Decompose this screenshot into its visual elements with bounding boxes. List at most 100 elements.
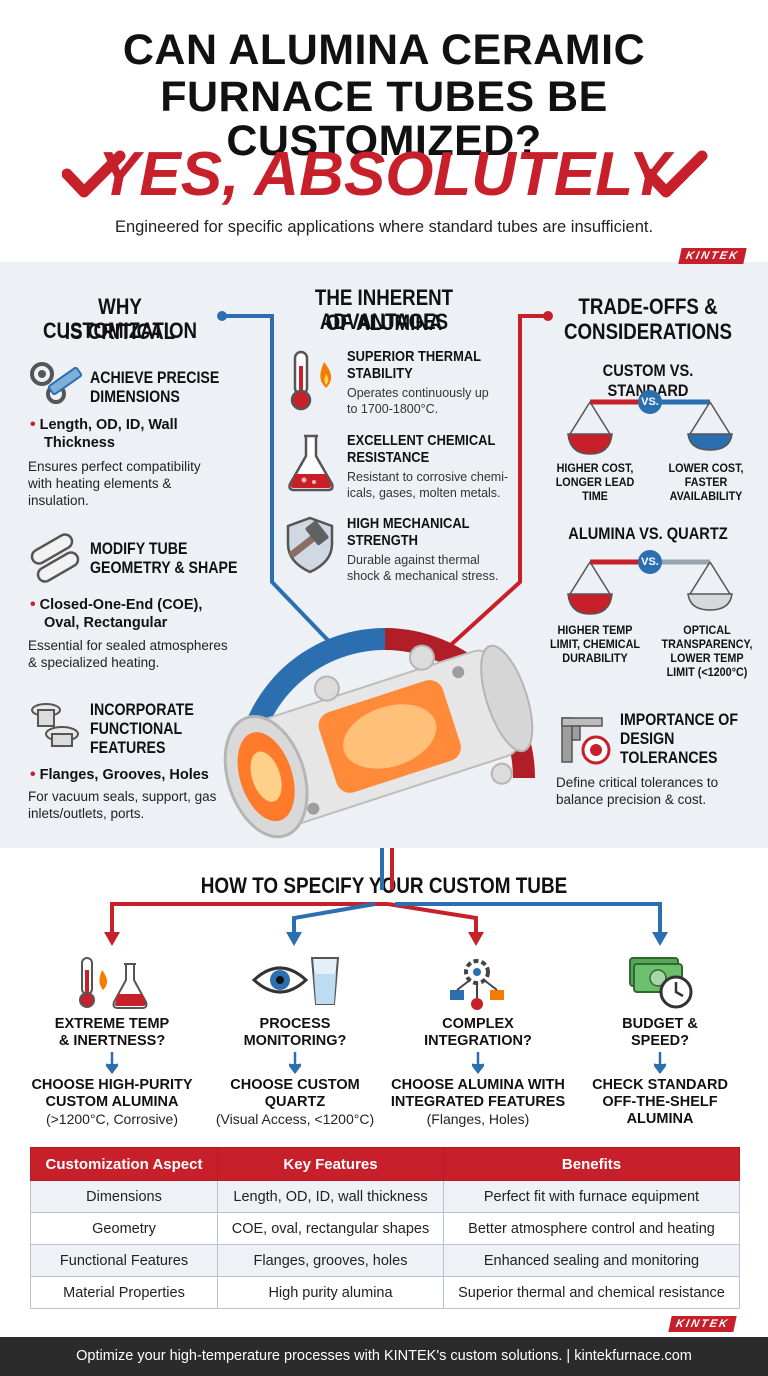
- tradeoffs-title-line1: TRADE-OFFS &: [578, 294, 718, 319]
- opt4-answer-l2: OFF-THE-SHELF: [602, 1094, 718, 1110]
- opt3-answer-l2: INTEGRATED FEATURES: [390, 1094, 566, 1110]
- opt1-question-l1: EXTREME TEMP: [54, 1016, 170, 1032]
- opt3-question-l2: INTEGRATION?: [424, 1033, 532, 1049]
- why-item2-bullet-cont: Oval, Rectangular: [44, 615, 168, 631]
- cmp2-right-l4: LIMIT (<1200°C): [666, 665, 748, 679]
- adv-item1-title2: STABILITY: [347, 365, 413, 382]
- cmp1-right-l2: FASTER: [684, 475, 728, 489]
- table-row: Dimensions Length, OD, ID, wall thicknes…: [30, 1180, 740, 1213]
- opt1-answer-l1: CHOOSE HIGH-PURITY: [31, 1077, 193, 1093]
- why-item1-desc3: insulation.: [28, 493, 89, 508]
- table-row: Material Properties High purity alumina …: [30, 1276, 740, 1309]
- adv-item2-desc2: icals, gases, molten metals.: [347, 486, 501, 500]
- opt1-answer-l2: CUSTOM ALUMINA: [45, 1094, 179, 1110]
- why-item3-title2: FUNCTIONAL: [90, 720, 183, 738]
- eye-glass-icon: [251, 957, 340, 1005]
- flange-icon: [31, 703, 79, 747]
- table-header: Benefits: [443, 1147, 740, 1181]
- money-clock-icon: [629, 957, 693, 1009]
- table-header: Customization Aspect: [30, 1147, 218, 1181]
- cmp2-right-l2: TRANSPARENCY,: [661, 637, 753, 651]
- check-icon-right: [644, 150, 708, 198]
- temp-flask-icon: [79, 957, 148, 1009]
- opt4-answer-l1: CHECK STANDARD: [592, 1077, 728, 1093]
- tol-title1: IMPORTANCE OF: [620, 711, 738, 729]
- answer-headline: YES, ABSOLUTELY: [98, 140, 670, 209]
- balance-scale-alumina-vs-quartz: [567, 550, 733, 615]
- opt4-question-l2: SPEED?: [630, 1033, 689, 1049]
- adv-item3-title2: STRENGTH: [347, 532, 418, 549]
- opt3-answer-sub: (Flanges, Holes): [426, 1111, 530, 1127]
- why-item3-title3: FEATURES: [90, 739, 166, 757]
- adv-item3-desc1: Durable against thermal: [347, 553, 480, 567]
- table-cell: Superior thermal and chemical resistance: [443, 1276, 740, 1309]
- why-item2-desc2: & specialized heating.: [28, 655, 160, 670]
- customization-table: Customization Aspect Key Features Benefi…: [30, 1147, 740, 1309]
- table-cell: Enhanced sealing and monitoring: [443, 1244, 740, 1277]
- adv-title-line2: OF ALUMINA: [325, 310, 443, 335]
- table-row: Geometry COE, oval, rectangular shapes B…: [30, 1212, 740, 1245]
- tagline: Engineered for specific applications whe…: [114, 218, 654, 236]
- why-item2-bullet: • Closed-One-End (COE),: [30, 596, 203, 613]
- cmp2-left-l3: DURABILITY: [562, 651, 628, 665]
- opt1-answer-sub: (>1200°C, Corrosive): [45, 1111, 179, 1127]
- balance-scale-custom-vs-standard: [567, 390, 733, 455]
- table-cell: Flanges, grooves, holes: [217, 1244, 444, 1277]
- opt4-question-l1: BUDGET &: [622, 1016, 698, 1032]
- adv-item2-desc1: Resistant to corrosive chemi-: [347, 470, 509, 484]
- cmp2-left-l1: HIGHER TEMP: [557, 623, 633, 637]
- opt4-arrow: [654, 1052, 666, 1074]
- caliper-target-icon: [561, 717, 611, 765]
- why-item2-title2: GEOMETRY & SHAPE: [90, 559, 238, 577]
- furnace-tube-illustration: [223, 628, 535, 848]
- branch-arrows: [104, 862, 668, 946]
- opt3-question-l1: COMPLEX: [442, 1016, 514, 1032]
- thermometer-flame-icon: [290, 350, 332, 411]
- flask-icon: [288, 434, 334, 492]
- adv-item3-title1: HIGH MECHANICAL: [347, 515, 470, 532]
- table-header: Key Features: [217, 1147, 444, 1181]
- table-cell: Material Properties: [30, 1276, 218, 1309]
- table-header-row: Customization Aspect Key Features Benefi…: [30, 1147, 740, 1181]
- table-cell: Better atmosphere control and heating: [443, 1212, 740, 1245]
- opt2-answer-l2: QUARTZ: [264, 1094, 326, 1110]
- page-title-line2: FURNACE TUBES BE CUSTOMIZED?: [160, 73, 608, 165]
- cmp1-left-l2: LONGER LEAD: [555, 475, 635, 489]
- vs-badge-1: VS.: [641, 396, 659, 408]
- why-item1-bullet-cont: Thickness: [44, 435, 115, 451]
- check-icon-left: [62, 150, 126, 198]
- cmp1-left-l3: TIME: [582, 489, 608, 503]
- adv-item1-title1: SUPERIOR THERMAL: [347, 348, 482, 365]
- cmp1-right-l1: LOWER COST,: [668, 461, 744, 475]
- table-cell: High purity alumina: [217, 1276, 444, 1309]
- table-cell: Functional Features: [30, 1244, 218, 1277]
- adv-item3-desc2: shock & mechanical stress.: [347, 569, 499, 583]
- table-cell: Perfect fit with furnace equipment: [443, 1180, 740, 1213]
- opt1-arrow: [106, 1052, 118, 1074]
- opt3-answer-l1: CHOOSE ALUMINA WITH: [391, 1077, 565, 1093]
- table-cell: Dimensions: [30, 1180, 218, 1213]
- integration-icon: [450, 959, 504, 1010]
- cmp2-right-l3: LOWER TEMP: [670, 651, 744, 665]
- why-item1-title2: DIMENSIONS: [90, 388, 180, 406]
- cmp2-right-l1: OPTICAL: [683, 623, 731, 637]
- opt2-arrow: [289, 1052, 301, 1074]
- footer-text: Optimize your high-temperature processes…: [76, 1348, 692, 1364]
- shield-hammer-icon: [286, 516, 334, 574]
- adv-item2-title2: RESISTANCE: [347, 449, 430, 466]
- why-title-line1: WHY CUSTOMIZATION: [42, 294, 198, 343]
- tol-title3: TOLERANCES: [620, 749, 718, 767]
- opt1-question-l2: & INERTNESS?: [58, 1033, 166, 1049]
- table-cell: Length, OD, ID, wall thickness: [217, 1180, 444, 1213]
- page-title-line1: CAN ALUMINA CERAMIC: [122, 26, 646, 74]
- tol-title2: DESIGN: [620, 730, 675, 748]
- opt4-answer-l3: ALUMINA: [626, 1111, 694, 1127]
- why-item1-desc2: with heating elements &: [28, 476, 172, 491]
- why-item1-desc1: Ensures perfect compatibility: [28, 459, 201, 474]
- tol-desc1: Define critical tolerances to: [556, 775, 719, 790]
- table-cell: COE, oval, rectangular shapes: [217, 1212, 444, 1245]
- cmp1-right-l3: AVAILABILITY: [669, 489, 743, 503]
- brand-logo-footer: KINTEK: [668, 1316, 737, 1332]
- gear-ruler-icon: [30, 362, 82, 404]
- opt2-question-l1: PROCESS: [259, 1016, 331, 1032]
